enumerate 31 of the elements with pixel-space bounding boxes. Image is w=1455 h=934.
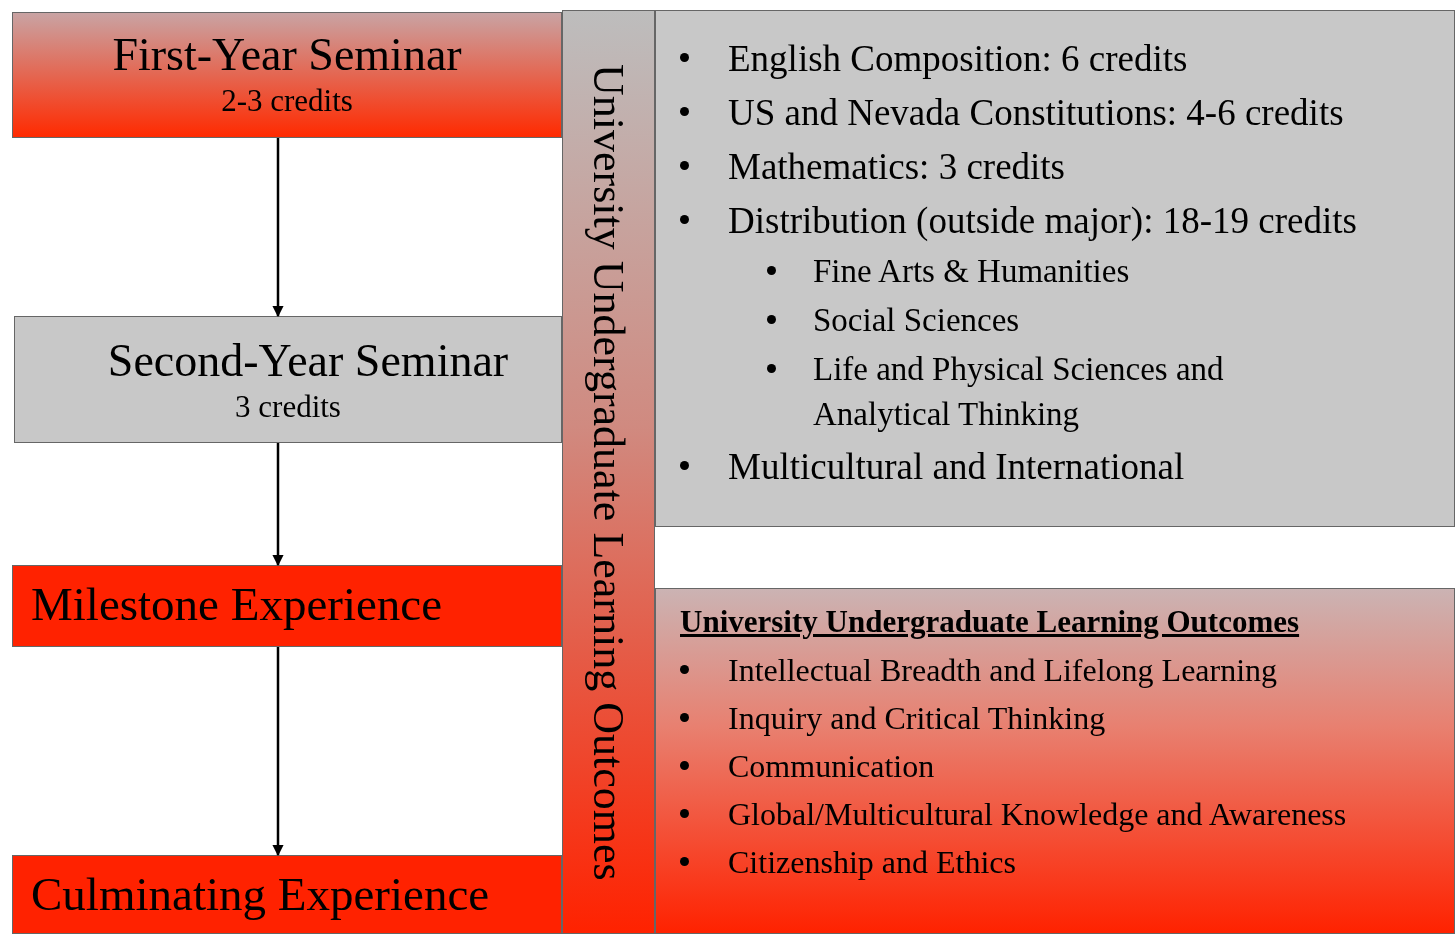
list-item: Communication	[728, 747, 936, 786]
panel-heading: University Undergraduate Learning Outcomes	[680, 603, 1300, 641]
arrow	[272, 138, 284, 318]
sub-list-item: Fine Arts & Humanities	[813, 252, 1131, 291]
experience-box	[12, 565, 562, 647]
experience-title: Culminating Experience	[31, 867, 490, 922]
list-item: US and Nevada Constitutions: 4-6 credits	[728, 91, 1345, 135]
list-item: Citizenship and Ethics	[728, 843, 1017, 882]
experience-box	[12, 855, 562, 934]
list-item: Multicultural and International	[728, 445, 1186, 489]
vertical-title: University Undergraduate Learning Outcomes	[583, 63, 634, 881]
arrow	[272, 647, 284, 857]
seminar-title: Second-Year Seminar	[106, 334, 509, 388]
arrow	[272, 443, 284, 567]
seminar-box	[12, 12, 562, 138]
list-item: Intellectual Breadth and Lifelong Learning	[728, 651, 1279, 690]
outcomes-band	[562, 10, 655, 934]
seminar-box	[14, 316, 562, 443]
list-item: English Composition: 6 credits	[728, 37, 1189, 81]
list-item: Global/Multicultural Knowledge and Awareness	[728, 795, 1348, 834]
experience-title: Milestone Experience	[31, 577, 443, 632]
credits-text: 2-3 credits	[221, 83, 353, 119]
sub-list-item: Life and Physical Sciences and Analytical Thinking	[813, 350, 1225, 434]
seminar-title: First-Year Seminar	[112, 28, 462, 82]
list-item: Inquiry and Critical Thinking	[728, 699, 1107, 738]
list-item: Mathematics: 3 credits	[728, 145, 1066, 189]
list-item: Distribution (outside major): 18-19 credits	[728, 199, 1358, 243]
outcomes-panel	[655, 588, 1455, 934]
requirements-panel	[655, 10, 1455, 527]
sub-list-item: Social Sciences	[813, 301, 1021, 340]
credits-text: 3 credits	[235, 389, 341, 425]
